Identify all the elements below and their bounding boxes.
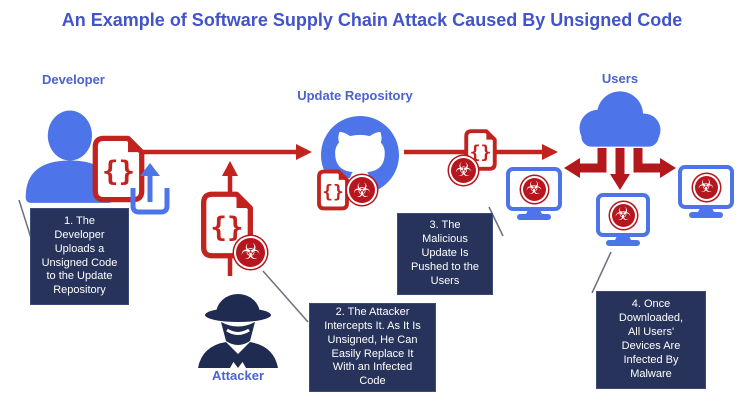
update-repository-label: Update Repository (297, 88, 413, 103)
biohazard-icon: ☣ (609, 201, 637, 229)
attacker-label: Attacker (211, 368, 265, 383)
svg-text:{}: {} (322, 182, 343, 203)
step-3-callout: 3. The Malicious Update Is Pushed to the… (397, 213, 493, 295)
attacker-icon (198, 294, 278, 368)
users-label: Users (601, 71, 639, 86)
biohazard-icon: ☣ (449, 156, 478, 185)
biohazard-icon: ☣ (520, 175, 548, 203)
cloud-icon (579, 91, 661, 147)
upload-icon (130, 163, 170, 215)
step-4-callout: 4. Once Downloaded, All Users' Devices A… (596, 291, 706, 389)
svg-text:{}: {} (102, 157, 135, 188)
infected-monitor-icon: ☣ (506, 167, 562, 220)
svg-text:{}: {} (470, 142, 492, 163)
unsigned-code-file-icon: {} (92, 135, 145, 203)
step-2-callout: 2. The Attacker Intercepts It. As It Is … (309, 303, 436, 392)
page-title: An Example of Software Supply Chain Atta… (61, 10, 683, 30)
infected-monitor-icon: ☣ (596, 193, 650, 246)
svg-text:{}: {} (210, 211, 243, 244)
step-1-callout: 1. The Developer Uploads a Unsigned Code… (30, 208, 129, 305)
developer-label: Developer (42, 72, 105, 87)
arrow-developer-to-repository-icon (142, 144, 312, 160)
biohazard-icon: ☣ (692, 173, 720, 201)
unsigned-code-file-icon: {} (317, 169, 349, 211)
biohazard-icon: ☣ (347, 175, 377, 205)
developer-icon (25, 110, 115, 203)
infected-monitor-icon: ☣ (678, 165, 734, 218)
arrows-cloud-to-users-icon (564, 148, 676, 190)
biohazard-icon: ☣ (234, 236, 267, 269)
